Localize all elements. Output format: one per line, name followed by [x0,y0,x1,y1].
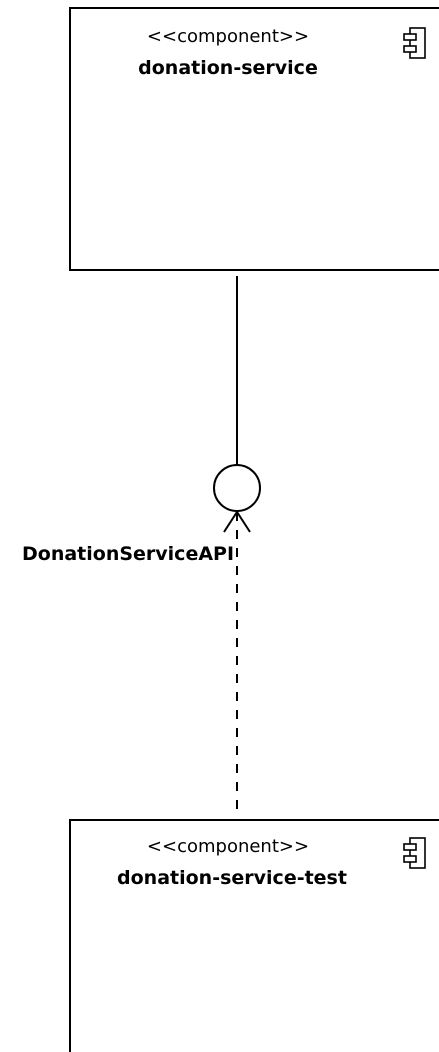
component-name: donation-service [138,57,318,79]
component-icon [403,27,426,59]
component-name: donation-service-test [117,867,347,889]
interface-name: DonationServiceAPI [22,543,234,565]
component-donation-service[interactable]: <<component>> donation-service [69,7,439,271]
component-box [69,7,439,271]
interface-lollipop-icon[interactable] [213,464,261,512]
component-stereotype: <<component>> [147,26,309,47]
component-stereotype: <<component>> [147,836,309,857]
component-donation-service-test[interactable]: <<component>> donation-service-test [69,819,439,1052]
component-box [69,819,439,1052]
uses-connector [223,510,251,816]
component-icon [403,837,426,869]
arrowhead-icon [223,510,251,533]
